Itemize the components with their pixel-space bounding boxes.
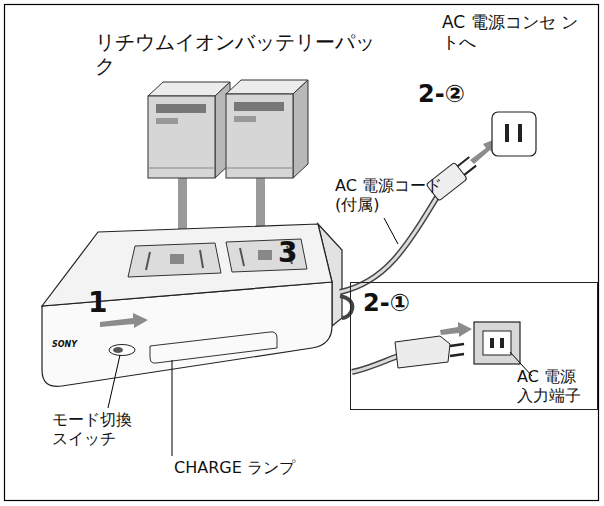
- battery-mark: [156, 118, 178, 124]
- part-label: モード切換 スイッチ: [52, 410, 142, 448]
- inset-cord: [352, 356, 398, 372]
- battery-edge: [226, 168, 293, 169]
- plug-prong: [464, 166, 476, 175]
- outlet-slot: [518, 124, 522, 142]
- battery-label: [234, 102, 284, 111]
- ac-inlet: [474, 322, 520, 364]
- inset-box: 2-① AC 電源 入力端子: [350, 282, 598, 410]
- battery-label: [156, 104, 206, 113]
- battery-front: [148, 96, 215, 178]
- switch-knob: [113, 347, 123, 353]
- part-label: リチウムイオンバッテリーパック: [95, 30, 375, 78]
- brand-logo: SONY: [52, 340, 92, 350]
- slot-rail: [200, 250, 203, 268]
- step-number: 2-②: [418, 80, 488, 109]
- slot-rail: [240, 248, 244, 266]
- plug-pin: [450, 344, 464, 346]
- step-number: 2-①: [363, 289, 443, 318]
- plug-prong: [458, 157, 470, 166]
- ac-inlet-socket: [483, 331, 511, 355]
- inlet-plug: [395, 336, 450, 368]
- battery-front: [226, 94, 293, 178]
- part-label: CHARGE ランプ: [174, 458, 394, 477]
- battery-edge: [148, 168, 215, 169]
- frame-border: [5, 5, 599, 501]
- charger-top: [42, 224, 332, 306]
- plug-pin: [450, 354, 464, 356]
- mode-switch: [109, 345, 135, 356]
- leader-line: [172, 360, 173, 456]
- battery-mark: [234, 116, 256, 122]
- outlet-slot: [505, 124, 509, 142]
- part-label: AC 電源コード (付属): [335, 176, 463, 214]
- destination-label: AC 電源コンセ ントへ: [442, 12, 582, 53]
- inlet-hole: [490, 338, 494, 348]
- leader-line: [108, 355, 120, 408]
- step-number: 1: [88, 286, 118, 320]
- insert-arrow: [440, 322, 472, 337]
- slot-terminal: [170, 254, 184, 264]
- slot-rail: [146, 252, 150, 270]
- step-number: 3: [278, 236, 308, 270]
- part-label: AC 電源 入力端子: [517, 367, 591, 405]
- inlet-hole: [500, 338, 504, 348]
- charge-lamp: [150, 332, 277, 363]
- wall-outlet: [492, 112, 536, 156]
- battery-side: [293, 80, 308, 178]
- inset-cord: [352, 356, 398, 372]
- slot-terminal: [258, 250, 272, 260]
- leader-line: [384, 218, 398, 244]
- battery-slot: [128, 243, 221, 277]
